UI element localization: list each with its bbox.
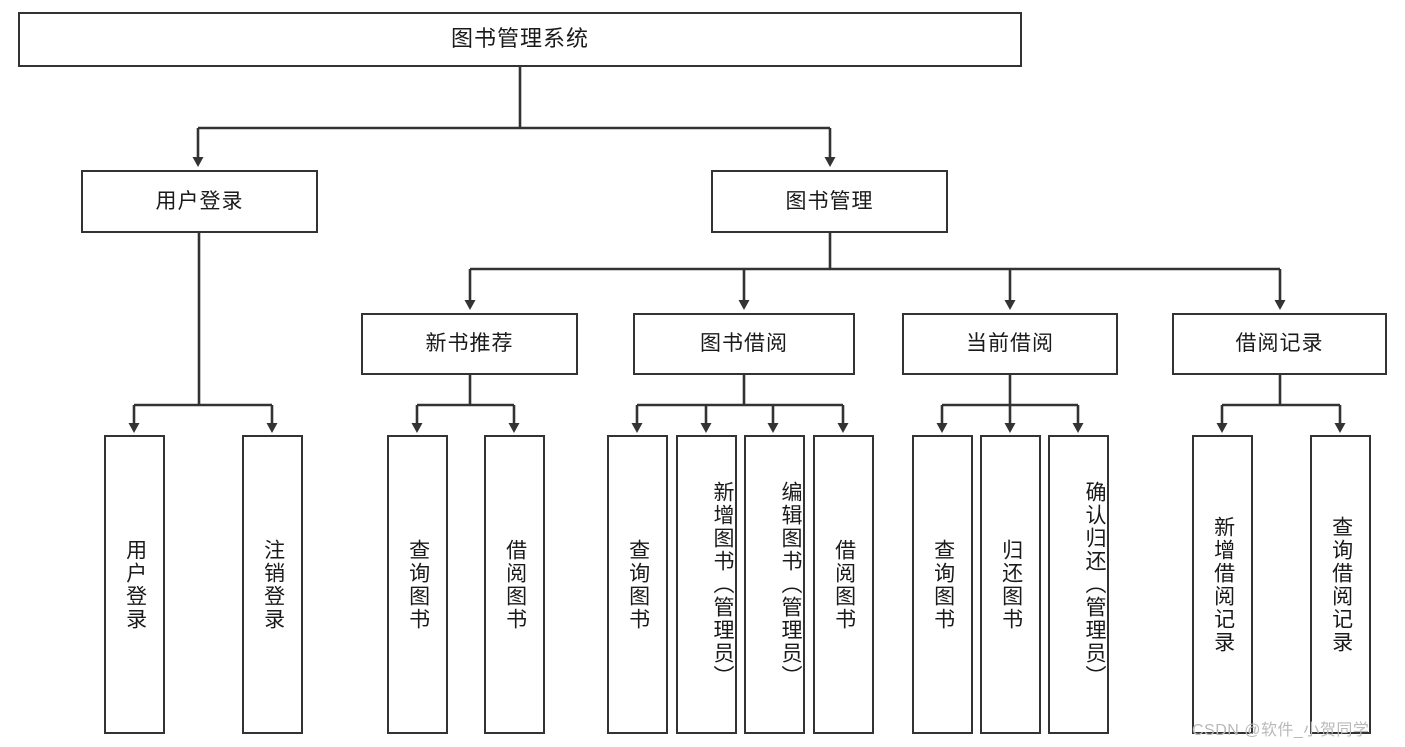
node-label: 查询图书	[931, 538, 955, 631]
leaf-return-book[interactable]: 归还图书	[980, 435, 1041, 734]
node-current-borrow[interactable]: 当前借阅	[902, 313, 1118, 375]
node-label: 借阅图书	[503, 538, 527, 631]
leaf-query-book-borrow[interactable]: 查询图书	[607, 435, 668, 734]
node-root-book-management-system[interactable]: 图书管理系统	[18, 12, 1022, 67]
leaf-add-borrow-record[interactable]: 新增借阅记录	[1192, 435, 1253, 734]
leaf-edit-book-admin[interactable]: 编辑图书（管理员）	[744, 435, 805, 734]
leaf-query-book-current[interactable]: 查询图书	[912, 435, 973, 734]
node-label: 注销登录	[261, 538, 285, 631]
node-label: 借阅图书	[832, 538, 856, 631]
node-label: 编辑图书（管理员）	[779, 481, 802, 688]
node-book-management[interactable]: 图书管理	[711, 170, 948, 233]
leaf-user-login[interactable]: 用户登录	[104, 435, 165, 734]
node-label: 查询图书	[406, 538, 430, 631]
node-label: 图书借阅	[700, 332, 788, 356]
node-label: 当前借阅	[966, 332, 1054, 356]
node-label: 新书推荐	[425, 332, 514, 356]
leaf-borrow-book[interactable]: 借阅图书	[813, 435, 874, 734]
node-label: 用户登录	[123, 538, 147, 631]
node-book-borrow[interactable]: 图书借阅	[633, 313, 855, 375]
node-label: 新增图书（管理员）	[711, 481, 734, 688]
node-label: 用户登录	[155, 189, 244, 213]
node-label: 图书管理	[785, 189, 874, 213]
leaf-query-borrow-record[interactable]: 查询借阅记录	[1310, 435, 1371, 734]
node-label: 借阅记录	[1235, 332, 1324, 356]
leaf-add-book-admin[interactable]: 新增图书（管理员）	[676, 435, 737, 734]
node-label: 查询图书	[626, 538, 650, 631]
node-label: 图书管理系统	[450, 26, 589, 52]
node-label: 查询借阅记录	[1329, 515, 1353, 654]
node-label: 新增借阅记录	[1211, 515, 1235, 654]
leaf-query-book-recommend[interactable]: 查询图书	[387, 435, 448, 734]
csdn-watermark: CSDN @软件_小贺同学	[1192, 722, 1370, 739]
leaf-borrow-book-recommend[interactable]: 借阅图书	[484, 435, 545, 734]
node-borrow-record[interactable]: 借阅记录	[1172, 313, 1387, 375]
node-new-book-recommend[interactable]: 新书推荐	[361, 313, 578, 375]
node-label: 确认归还（管理员）	[1083, 481, 1106, 688]
node-user-login[interactable]: 用户登录	[81, 170, 318, 233]
leaf-confirm-return-admin[interactable]: 确认归还（管理员）	[1048, 435, 1109, 734]
leaf-user-logout[interactable]: 注销登录	[242, 435, 303, 734]
node-label: 归还图书	[999, 538, 1023, 631]
